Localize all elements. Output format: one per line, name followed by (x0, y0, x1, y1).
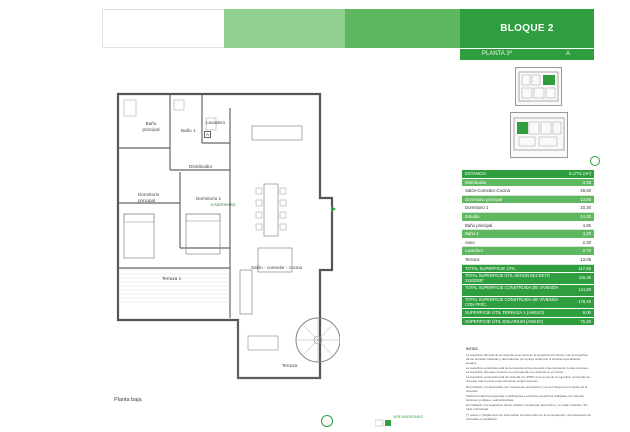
table-row: Dormitorio 1 10,30 (462, 204, 594, 213)
room-value: 2,30 (582, 239, 591, 245)
total-name: SUPERFICIE ÚTIL SOLARIUM (ANEJO) (465, 318, 544, 324)
total-row: SUPERFICIE ÚTIL TERRAZA 1 (ANEJO) 9,00 (462, 309, 594, 318)
table-row: Lavadero 2,75 (462, 247, 594, 256)
table-row: Baño 1 4,20 (462, 230, 594, 239)
north-arrow-bottom-icon (321, 415, 333, 427)
total-name: SUPERFICIE ÚTIL TERRAZA 1 (ANEJO) (465, 310, 545, 316)
planta-bar: PLANTA 3ª A (460, 49, 594, 60)
total-row: TOTAL SUPERFICIE CONSTRUIDA DE VIVIENDA 1… (462, 285, 594, 298)
table-row: Distribuidor 3,30 (462, 178, 594, 188)
room-name: Baño 1 (465, 231, 479, 237)
room-name: Terraza (465, 256, 480, 262)
room-distribuidor: Distribuidor (189, 164, 213, 169)
total-name: TOTAL SUPERFICIE CONSTRUIDA DE VIVIENDA (465, 285, 559, 291)
total-value: 76,30 (580, 318, 591, 324)
notes-title: NOTAS (466, 347, 478, 351)
total-row: TOTAL SUPERFICIE CONSTRUIDA DE VIVIENDA … (462, 297, 594, 310)
room-name: Estudio (465, 213, 480, 219)
room-bano-principal: Baño principal (142, 121, 160, 132)
header-band-1 (102, 9, 224, 48)
room-dormitorio1: Dormitorio 1 (196, 196, 222, 201)
room-value: 13,05 (580, 256, 591, 262)
notes-section: NOTAS La superficie útil total de la viv… (466, 347, 592, 423)
north-arrow-icon (590, 156, 600, 166)
total-name: TOTAL SUPERFICIE CONSTRUIDA DE VIVIENDA … (465, 297, 559, 307)
footer-bar: VER INVENTARIO (374, 414, 455, 427)
header-sutil: S.ÚTIL (m²) (568, 171, 591, 176)
watermark: v.sarmiento (211, 203, 236, 208)
key-plan-floor (510, 112, 568, 158)
total-row: TOTAL SUPERFICIE ÚTIL SEGÚN DECRETO 218/… (462, 273, 594, 286)
room-value: 3,30 (582, 179, 591, 185)
room-salon: Salón - comedor - cocina (251, 265, 303, 270)
room-value: 4,20 (582, 231, 591, 237)
room-dormitorio-principal: Dormitorio principal (138, 192, 160, 203)
room-lavadero: Lavadero (206, 120, 226, 125)
key-plan-building-drawing (518, 71, 559, 102)
floor-plan (116, 92, 340, 380)
room-name: Lavadero (465, 248, 483, 254)
total-value: 141,80 (578, 287, 591, 293)
total-name: TOTAL SUPERFICIE ÚTIL SEGÚN DECRETO 218/… (465, 273, 550, 283)
table-row: Dormitorio principal 13,60 (462, 195, 594, 205)
table-row: Estudio 14,30 (462, 212, 594, 222)
note-paragraph: El mobiliario y la vegetación tienen car… (466, 403, 588, 412)
planta-letter: A (566, 51, 571, 57)
room-bano1: Baño 1 (181, 128, 196, 133)
room-name: Salón-Comedor-Cocina (465, 188, 510, 194)
header-estancia: ESTANCIA (465, 171, 487, 176)
total-value: 117,65 (578, 265, 591, 271)
header-band-3 (345, 9, 460, 48)
note-paragraph: Podrán producirse pequeñas modificacione… (466, 394, 584, 402)
room-value: 48,60 (580, 188, 591, 194)
footer-badge-label: VER INVENTARIO (393, 415, 424, 419)
room-name: Dormitorio 1 (465, 205, 489, 211)
total-value: 115,26 (578, 275, 591, 281)
table-row: Baño principal 4,85 (462, 221, 594, 231)
room-terraza1: Terraza 1 (162, 276, 182, 281)
planta-label: PLANTA 3ª (482, 51, 512, 57)
footer-badges (374, 419, 391, 427)
total-value: 9,00 (582, 310, 591, 316)
note-paragraph: La superficie construida total de la viv… (466, 366, 589, 375)
room-terraza: Terraza (282, 363, 298, 368)
bloque-title: BLOQUE 2 (500, 23, 554, 34)
room-name: Baño principal (465, 222, 493, 228)
room-name: Aseo (465, 239, 475, 245)
header-band-4 (460, 9, 594, 48)
note-paragraph: (*) Anexo 1. Reglamento de información a… (466, 412, 591, 421)
table-row: Salón-Comedor-Cocina 48,60 (462, 187, 594, 196)
table-row: Aseo 2,30 (462, 238, 594, 248)
room-value: 2,75 (582, 248, 591, 254)
total-value: 178,46 (578, 299, 591, 305)
room-name: Dormitorio principal (465, 196, 503, 202)
table-row: Terraza 13,05 (462, 255, 594, 265)
room-value: 14,30 (580, 213, 591, 219)
planta-baja-label: Planta baja (114, 397, 142, 403)
room-value: 10,30 (580, 205, 591, 211)
header-band-2 (224, 9, 345, 48)
note-paragraph: La superficie construida total de vivien… (466, 375, 590, 384)
table-header: ESTANCIA S.ÚTIL (m²) (462, 170, 594, 179)
total-row: TOTAL SUPERFICIE ÚTIL 117,65 (462, 264, 594, 274)
total-row: SUPERFICIE ÚTIL SOLARIUM (ANEJO) 76,30 (462, 317, 594, 327)
note-paragraph: El mobiliario y la decoración son merame… (466, 384, 588, 393)
room-a-marker: A (204, 131, 212, 138)
key-plan-building (515, 67, 562, 106)
key-plan-floor-drawing (513, 117, 565, 151)
total-name: TOTAL SUPERFICIE ÚTIL (465, 265, 516, 271)
room-value: 4,85 (582, 222, 591, 228)
note-paragraph: La superficie útil total de la vivienda … (466, 352, 588, 365)
room-value: 13,60 (580, 196, 591, 202)
room-name: Distribuidor (465, 179, 487, 185)
